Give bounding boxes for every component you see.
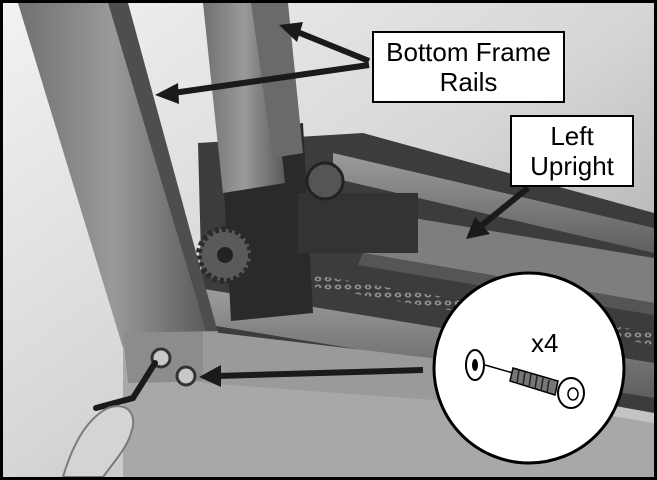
bottom-frame-rails-callout: Bottom Frame Rails [372,31,565,103]
bolt-icon [509,367,585,409]
hardware-detail-circle [432,271,626,465]
foot-bolt-right [175,365,197,387]
callout-line: Left [550,121,594,151]
hex-wrench [93,360,158,411]
hand [61,405,135,477]
callout-line: Rails [439,67,498,97]
front-upright-post [18,3,208,348]
quantity-label: x4 [531,328,559,358]
far-frame-rail [333,153,654,253]
callout-line: Upright [530,151,614,181]
carriage-block [298,193,418,253]
left-upright-rail [363,213,654,303]
left-upright-callout: Left Upright [510,115,634,187]
callout-line: Bottom Frame [386,37,551,67]
pointer-arrows [155,22,530,387]
